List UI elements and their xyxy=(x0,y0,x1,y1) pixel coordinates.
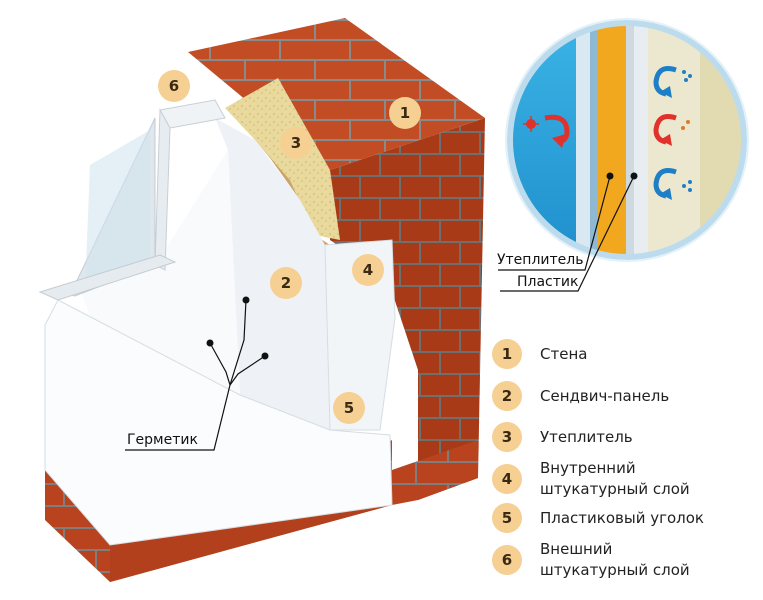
legend-label: Внешний штукатурный слой xyxy=(540,540,690,579)
sealant-pointers xyxy=(125,296,269,451)
legend-badge: 2 xyxy=(492,381,522,411)
insulation-detail-label: Утеплитель xyxy=(497,252,584,268)
callout-5: 5 xyxy=(333,392,365,424)
legend-label: Внутренний штукатурный слой xyxy=(540,459,690,498)
snowflake-icon xyxy=(682,70,692,82)
window-frame xyxy=(38,99,226,301)
legend-badge: 1 xyxy=(492,339,522,369)
callout-badge: 4 xyxy=(352,254,384,286)
insulation-layer xyxy=(225,78,340,240)
legend-item: 6 Внешний штукатурный слой xyxy=(492,539,690,581)
legend-label: Утеплитель xyxy=(540,427,633,446)
droplets-icon xyxy=(682,180,692,192)
callout-1: 1 xyxy=(389,97,421,129)
legend-item: 5 Пластиковый уголок xyxy=(492,503,704,533)
callout-badge: 2 xyxy=(270,267,302,299)
callout-badge: 6 xyxy=(158,70,190,102)
callout-badge: 1 xyxy=(389,97,421,129)
callout-badge: 5 xyxy=(333,392,365,424)
callout-badge: 3 xyxy=(280,127,312,159)
sun-icon xyxy=(523,116,539,132)
legend-badge: 5 xyxy=(492,503,522,533)
legend-item: 2 Сендвич-панель xyxy=(492,381,669,411)
callout-6: 6 xyxy=(158,70,190,102)
callout-2: 2 xyxy=(270,267,302,299)
legend-item: 3 Утеплитель xyxy=(492,422,633,452)
sealant-label: Герметик xyxy=(127,432,198,448)
legend-badge: 6 xyxy=(492,545,522,575)
legend-item: 1 Стена xyxy=(492,339,587,369)
legend-label: Пластиковый уголок xyxy=(540,508,704,527)
plastic-detail-label: Пластик xyxy=(517,274,579,290)
legend-item: 4 Внутренний штукатурный слой xyxy=(492,458,690,500)
callout-4: 4 xyxy=(352,254,384,286)
sandwich-panel xyxy=(44,118,396,546)
legend-label: Стена xyxy=(540,344,588,363)
legend-badge: 3 xyxy=(492,422,522,452)
callout-3: 3 xyxy=(280,127,312,159)
legend-badge: 4 xyxy=(492,464,522,494)
legend-label: Сендвич-панель xyxy=(540,386,670,405)
detail-circle xyxy=(498,18,749,292)
